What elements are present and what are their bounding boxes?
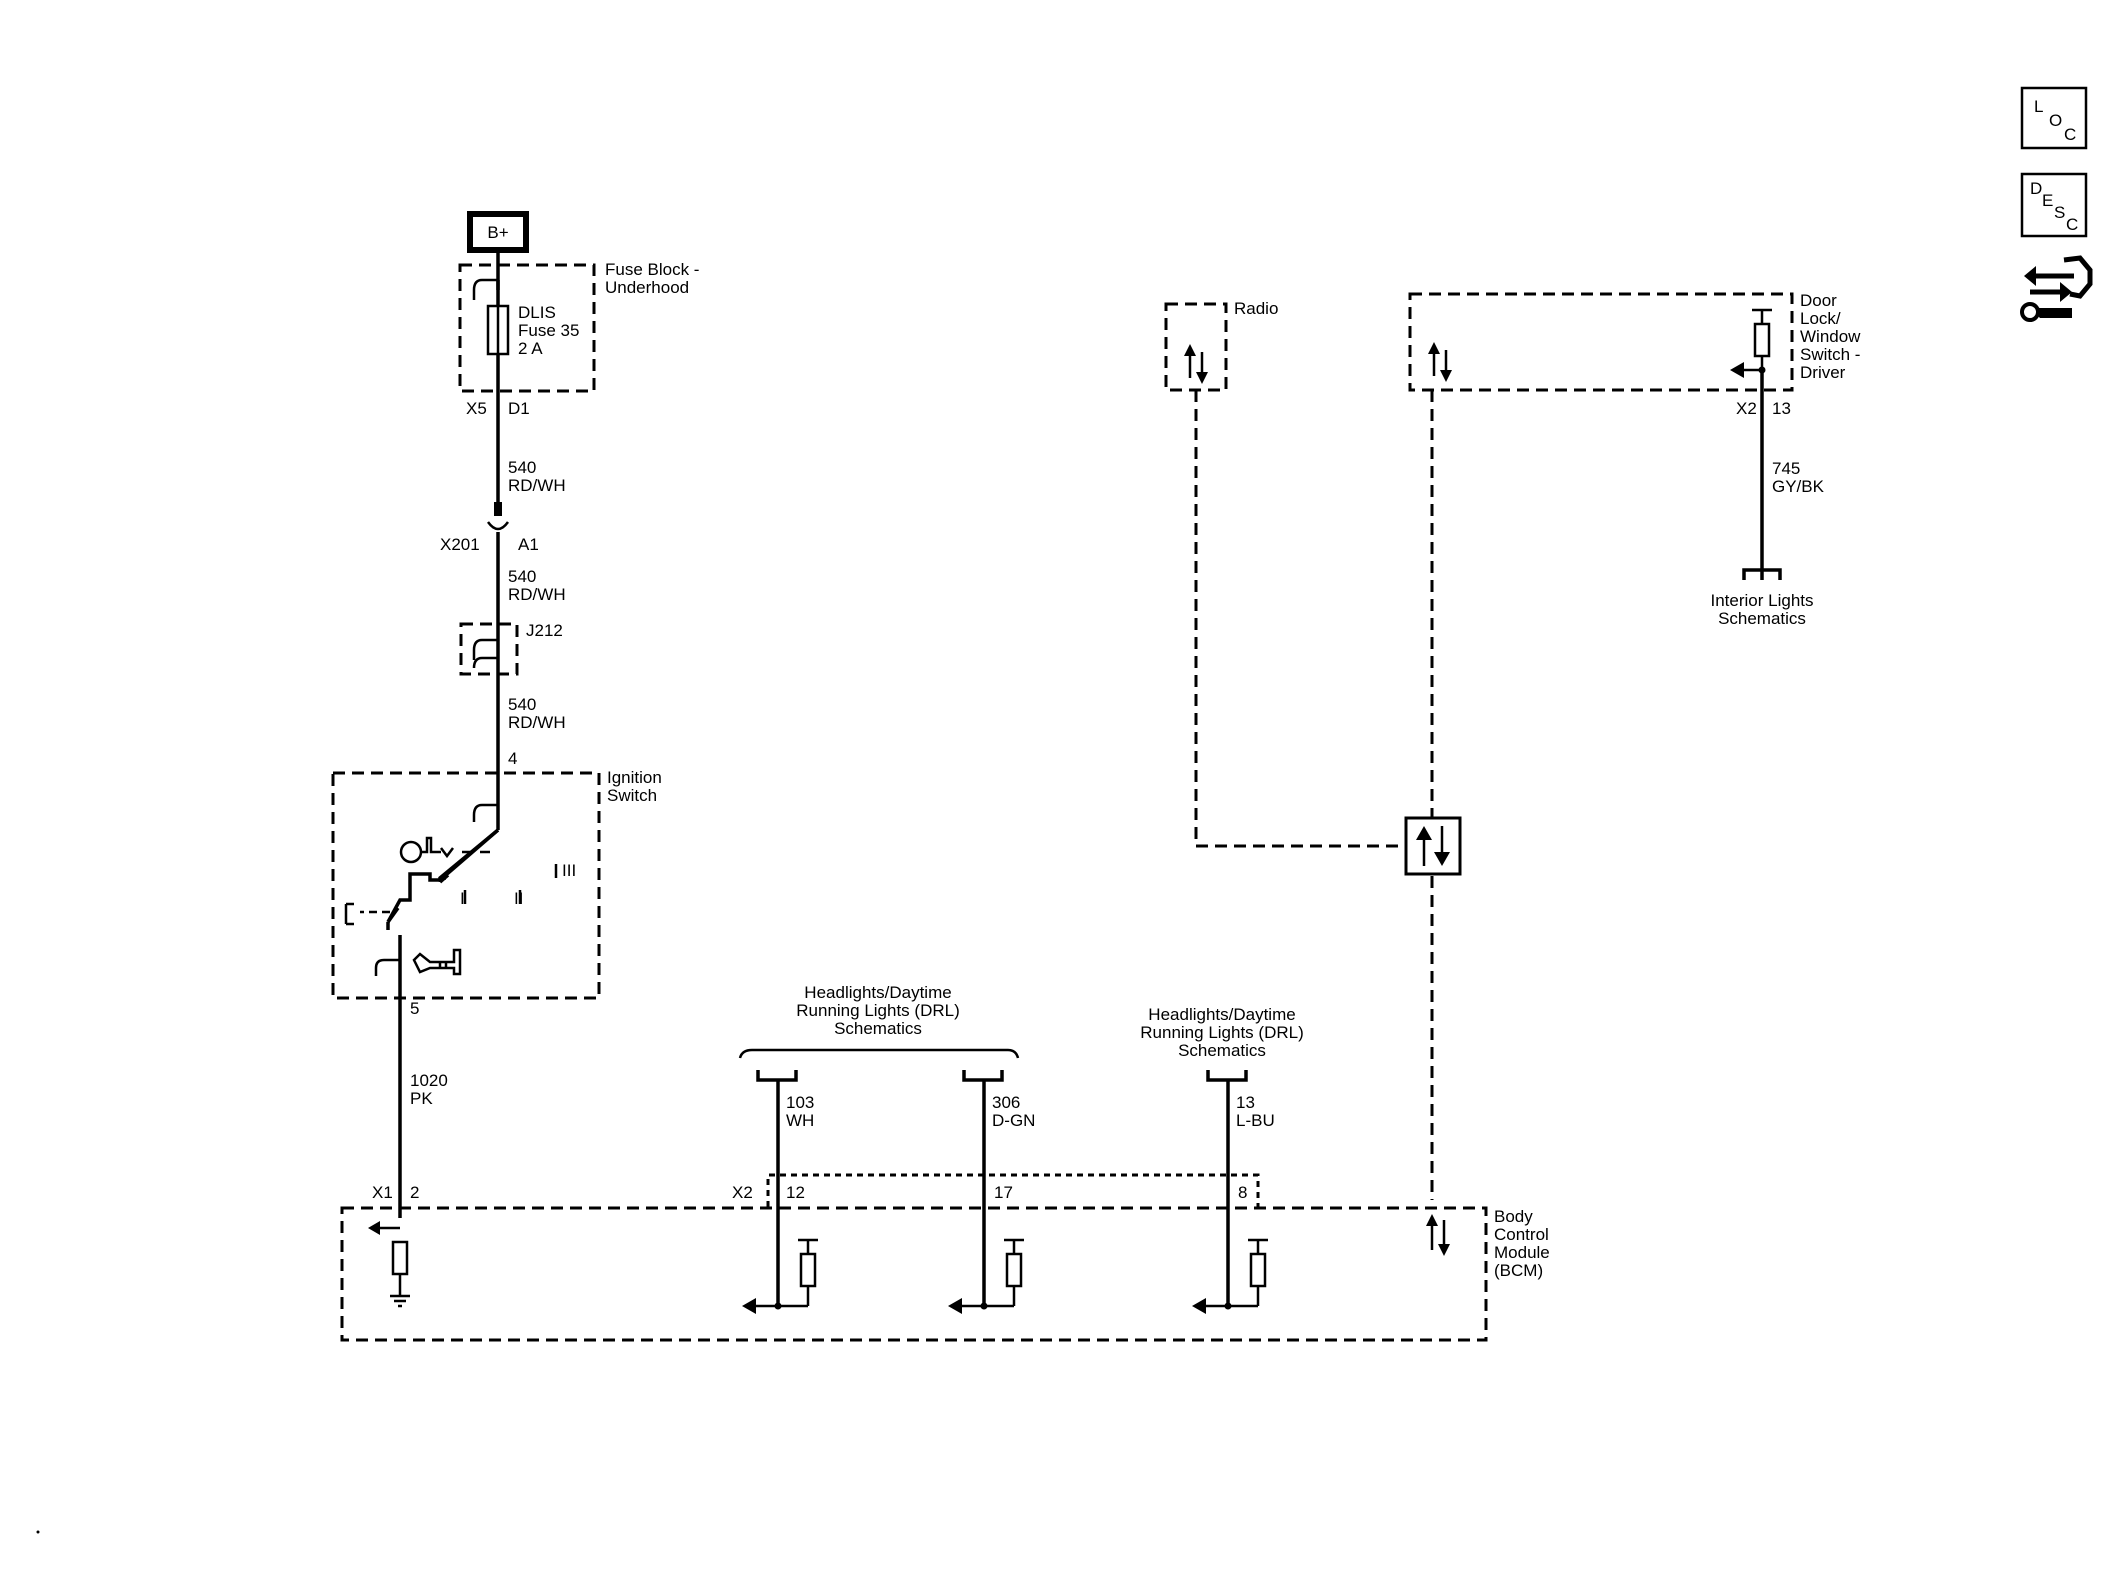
fuse-block-title-1: Fuse Block - bbox=[605, 260, 699, 279]
ignition-switch-mechanism: I II III 5 bbox=[344, 836, 576, 1218]
bcm-pin-8: 8 bbox=[1238, 1183, 1247, 1202]
body-control-module: Body Control Module (BCM) X1 2 X2 12 17 … bbox=[340, 1090, 1550, 1342]
interior-lights-line-1: Interior Lights bbox=[1711, 591, 1814, 610]
wire-540-circuit-c: 540 bbox=[508, 695, 536, 714]
bcm-input-pin-12 bbox=[742, 1090, 818, 1314]
bcm-title-2: Control bbox=[1494, 1225, 1549, 1244]
bcm-title-3: Module bbox=[1494, 1243, 1550, 1262]
bcm-title-4: (BCM) bbox=[1494, 1261, 1543, 1280]
drl-group-line-1: Headlights/Daytime bbox=[804, 983, 951, 1002]
bcm-title-1: Body bbox=[1494, 1207, 1533, 1226]
wire-540-circuit-b: 540 bbox=[508, 567, 536, 586]
desc-icon-s: S bbox=[2054, 203, 2065, 222]
drl-single-line-2: Running Lights (DRL) bbox=[1140, 1023, 1303, 1042]
bcm-input-ignition bbox=[368, 1221, 410, 1308]
door-switch-line-3: Window bbox=[1800, 327, 1861, 346]
bcm-pin-17: 17 bbox=[994, 1183, 1013, 1202]
serial-data-splice bbox=[1404, 816, 1462, 876]
loc-icon[interactable]: L O C bbox=[2020, 86, 2088, 150]
fuse-block-pin: D1 bbox=[508, 399, 530, 418]
drl-group-line-2: Running Lights (DRL) bbox=[796, 1001, 959, 1020]
loc-icon-c: C bbox=[2064, 125, 2076, 144]
ignition-pin-in: 4 bbox=[508, 749, 517, 768]
door-switch-connector: X2 bbox=[1736, 399, 1757, 418]
wire-306-circuit: 306 bbox=[992, 1093, 1020, 1112]
wire-540-color-b: RD/WH bbox=[508, 585, 566, 604]
door-lock-window-switch-driver: Door Lock/ Window Switch - Driver X2 13 bbox=[1408, 291, 1861, 418]
bcm-connector-x1: X1 bbox=[372, 1183, 393, 1202]
drl-single-line-3: Schematics bbox=[1178, 1041, 1266, 1060]
desc-icon-c: C bbox=[2066, 215, 2078, 234]
inline-connector-name: X201 bbox=[440, 535, 480, 554]
drl-schematics-ref-single: Headlights/Daytime Running Lights (DRL) … bbox=[1140, 1005, 1304, 1090]
drl-schematics-ref-group: Headlights/Daytime Running Lights (DRL) … bbox=[738, 983, 1020, 1090]
wire-745-circuit: 745 bbox=[1772, 459, 1800, 478]
wire-13-color: L-BU bbox=[1236, 1111, 1275, 1130]
wire-540-circuit-a: 540 bbox=[508, 458, 536, 477]
wire-103-circuit: 103 bbox=[786, 1093, 814, 1112]
battery-positive-terminal: B+ bbox=[467, 211, 529, 253]
door-switch-line-5: Driver bbox=[1800, 363, 1846, 382]
wire-103-color: WH bbox=[786, 1111, 814, 1130]
ignition-switch: Ignition Switch bbox=[331, 768, 662, 1000]
loc-icon-o: O bbox=[2049, 111, 2062, 130]
fuse-block-title-2: Underhood bbox=[605, 278, 689, 297]
ignition-pin-out: 5 bbox=[410, 999, 419, 1018]
door-switch-line-2: Lock/ bbox=[1800, 309, 1841, 328]
wire-1020-color: PK bbox=[410, 1089, 433, 1108]
interior-lights-schematics-ref: Interior Lights Schematics bbox=[1711, 568, 1814, 628]
fuse-block-connector: X5 bbox=[466, 399, 487, 418]
ignition-position-3: III bbox=[562, 861, 576, 880]
wire-745-color: GY/BK bbox=[1772, 477, 1825, 496]
bcm-pin-12: 12 bbox=[786, 1183, 805, 1202]
fuse-label-1: DLIS bbox=[518, 303, 556, 322]
bcm-pin-2: 2 bbox=[410, 1183, 419, 1202]
loc-icon-l: L bbox=[2034, 97, 2043, 116]
inline-connector-pin: A1 bbox=[518, 535, 539, 554]
splice-name: J212 bbox=[526, 621, 563, 640]
bcm-connector-x2: X2 bbox=[732, 1183, 753, 1202]
battery-positive-label: B+ bbox=[487, 223, 508, 242]
wire-306-color: D-GN bbox=[992, 1111, 1035, 1130]
wire-13-circuit: 13 bbox=[1236, 1093, 1255, 1112]
ground-icon bbox=[390, 1294, 410, 1308]
door-switch-line-4: Switch - bbox=[1800, 345, 1860, 364]
scan-dot bbox=[36, 1530, 40, 1534]
fuse-label-3: 2 A bbox=[518, 339, 543, 358]
serial-data-bus bbox=[1194, 390, 1462, 1200]
inline-connector-x201: X201 A1 bbox=[440, 502, 539, 554]
interior-lights-line-2: Schematics bbox=[1718, 609, 1806, 628]
splice-j212: J212 bbox=[459, 621, 563, 676]
radio-name: Radio bbox=[1234, 299, 1278, 318]
fuse-label-2: Fuse 35 bbox=[518, 321, 579, 340]
ignition-position-1: I bbox=[460, 889, 465, 908]
key-icon bbox=[412, 948, 462, 976]
desc-icon-d: D bbox=[2030, 179, 2042, 198]
wire-540-color-c: RD/WH bbox=[508, 713, 566, 732]
desc-icon-e: E bbox=[2042, 191, 2053, 210]
bcm-input-pin-8 bbox=[1192, 1090, 1268, 1314]
desc-icon[interactable]: D E S C bbox=[2020, 172, 2088, 238]
wire-540-color-a: RD/WH bbox=[508, 476, 566, 495]
connector-repair-icon[interactable] bbox=[2020, 255, 2093, 322]
door-switch-line-1: Door bbox=[1800, 291, 1837, 310]
wire-1020-circuit: 1020 bbox=[410, 1071, 448, 1090]
ignition-switch-title-1: Ignition bbox=[607, 768, 662, 787]
bcm-serial-data-arrows bbox=[1426, 1214, 1450, 1256]
fuse-block-underhood: Fuse Block - Underhood DLIS Fuse 35 2 A … bbox=[458, 260, 699, 418]
door-switch-pin: 13 bbox=[1772, 399, 1791, 418]
radio-module: Radio bbox=[1164, 299, 1278, 392]
ignition-switch-title-2: Switch bbox=[607, 786, 657, 805]
ignition-position-2: II bbox=[514, 889, 523, 908]
drl-group-line-3: Schematics bbox=[834, 1019, 922, 1038]
drl-single-line-1: Headlights/Daytime bbox=[1148, 1005, 1295, 1024]
bcm-input-pin-17 bbox=[948, 1090, 1024, 1314]
